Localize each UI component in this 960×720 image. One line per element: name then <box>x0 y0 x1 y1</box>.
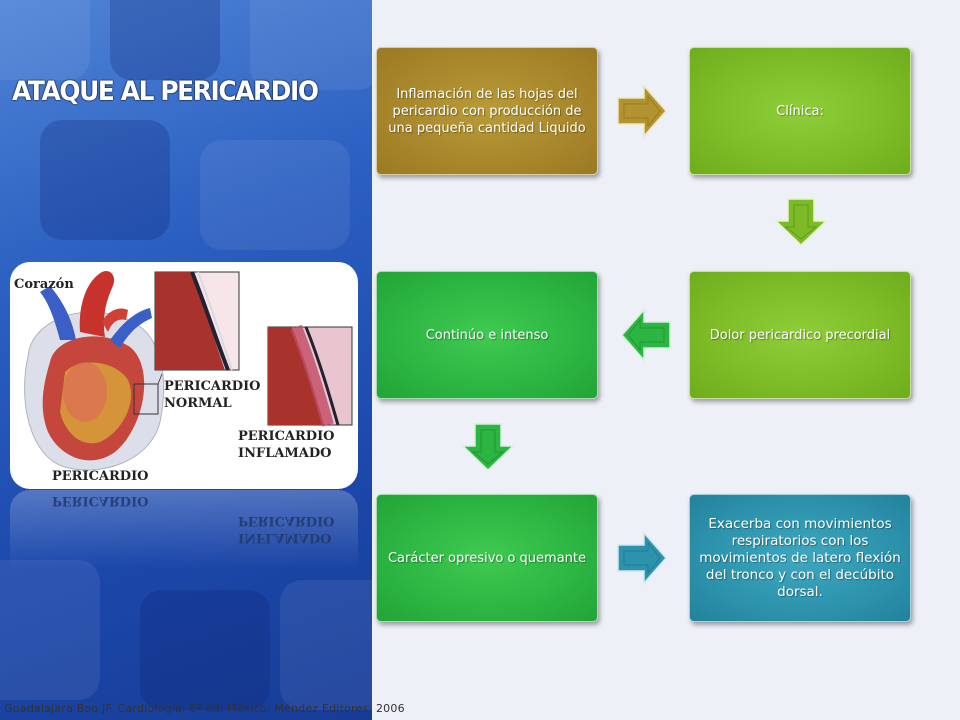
left-panel: ATAQUE AL PERICARDIO <box>0 0 372 720</box>
pericardium-illustration: Corazón PERICARDIO NORMAL PERICARDIO INF… <box>10 262 358 489</box>
background-tile <box>0 560 100 700</box>
flow-box-character: Carácter opresivo o quemante <box>376 494 598 622</box>
background-tile <box>280 580 372 710</box>
arrow-right-icon <box>617 531 667 585</box>
flow-box-exacerbation-text: Exacerba con movimientos respiratorios c… <box>699 515 901 600</box>
background-tile <box>250 0 372 90</box>
label-inflamed-line2: INFLAMADO <box>238 446 332 461</box>
reflection-label-pericardium: PERICARDIO <box>52 493 149 508</box>
flow-box-exacerbation: Exacerba con movimientos respiratorios c… <box>689 494 911 622</box>
background-tile <box>0 0 90 80</box>
reflection-glow <box>10 490 358 570</box>
background-tile <box>110 0 220 80</box>
reflection-inflamed-line: INFLAMADO <box>238 530 332 545</box>
background-tile <box>40 120 170 240</box>
arrow-right-icon <box>617 84 667 138</box>
arrow-down-icon <box>774 198 828 247</box>
flow-box-inflammation: Inflamación de las hojas del pericardio … <box>376 47 598 175</box>
arrow-left-icon <box>621 308 671 362</box>
heart-diagram <box>24 270 353 471</box>
reflection-inflamed-line: PERICARDIO <box>238 513 335 528</box>
reflection-label-inflamed: INFLAMADO PERICARDIO <box>238 512 334 546</box>
flow-box-pain-text: Dolor pericardico precordial <box>709 327 891 343</box>
flow-box-inflammation-text: Inflamación de las hojas del pericardio … <box>388 86 586 136</box>
flow-box-continuous-text: Continúo e intenso <box>425 327 549 343</box>
label-pericardium: PERICARDIO <box>52 469 149 484</box>
label-normal-line2: NORMAL <box>164 396 232 411</box>
flow-box-clinical: Clínica: <box>689 47 911 175</box>
background-tile <box>140 590 270 710</box>
illustration-reflection: PERICARDIO INFLAMADO PERICARDIO <box>10 490 358 570</box>
background-tile <box>200 140 350 250</box>
flow-box-clinical-text: Clínica: <box>776 103 824 119</box>
slide-title: ATAQUE AL PERICARDIO <box>12 76 319 107</box>
label-normal-line1: PERICARDIO <box>164 379 261 394</box>
flow-box-pain: Dolor pericardico precordial <box>689 271 911 399</box>
citation-text: Guadalajara Boo JF. Cardiología. 6ª ed. … <box>4 702 405 715</box>
flow-box-character-text: Carácter opresivo o quemante <box>387 550 587 566</box>
arrow-down-icon <box>461 423 515 472</box>
label-pericardium-inflamed: PERICARDIO INFLAMADO <box>238 428 334 462</box>
label-pericardium-normal: PERICARDIO NORMAL <box>164 378 260 412</box>
label-heart: Corazón <box>14 277 74 292</box>
label-inflamed-line1: PERICARDIO <box>238 429 335 444</box>
flow-box-continuous: Continúo e intenso <box>376 271 598 399</box>
